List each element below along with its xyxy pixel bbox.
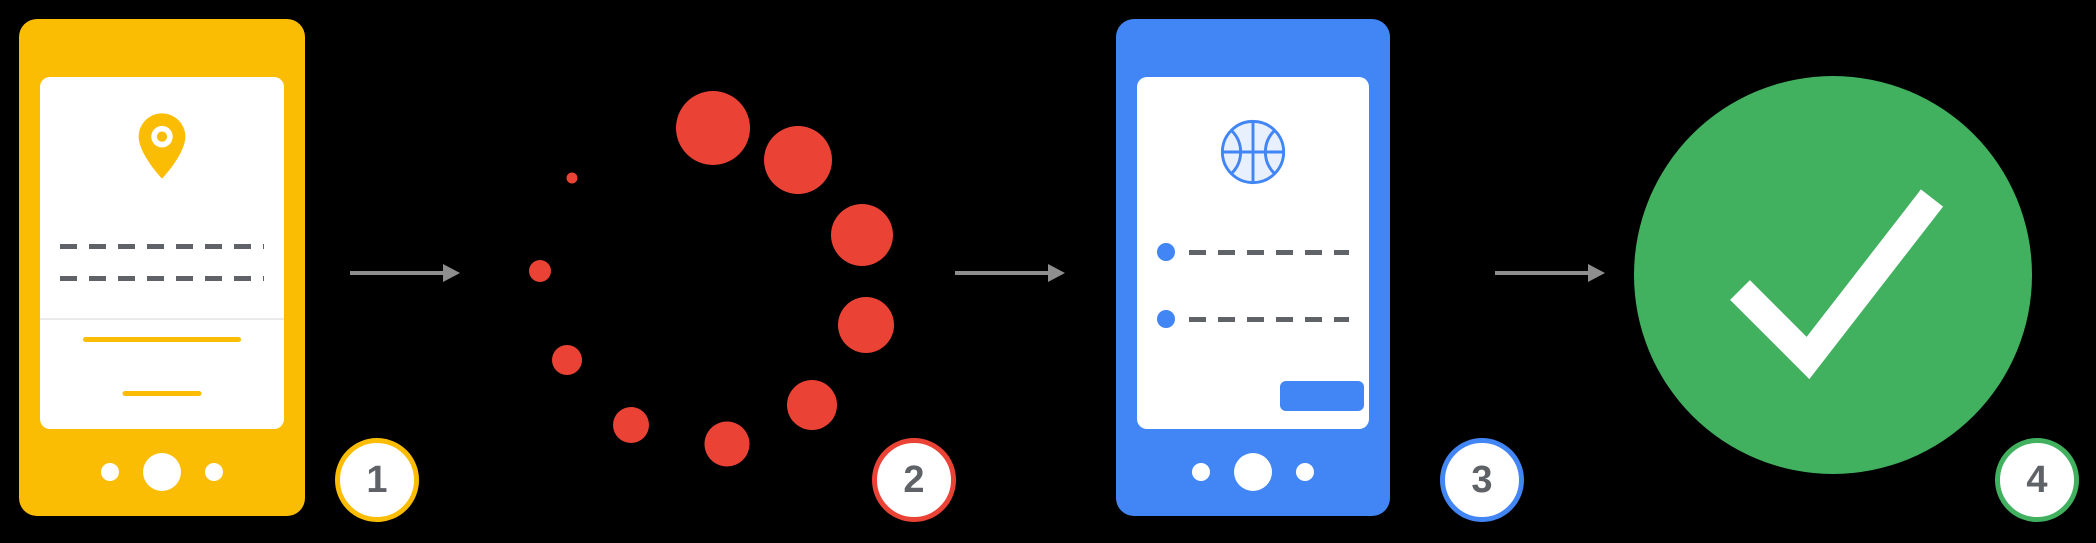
divider — [40, 318, 284, 320]
step-badge-1: 1 — [335, 438, 419, 522]
step-number: 4 — [2026, 459, 2048, 501]
step1-phone-screen — [40, 77, 284, 429]
step-number: 1 — [366, 459, 388, 501]
step-badge-3: 3 — [1440, 438, 1524, 522]
action-button-placeholder — [1280, 381, 1364, 411]
nav-dot — [1192, 463, 1210, 481]
placeholder-text-line — [1189, 316, 1349, 322]
placeholder-text-line — [60, 244, 264, 249]
flow-arrow-1 — [350, 264, 460, 282]
flow-arrow-2 — [955, 264, 1065, 282]
nav-dot — [1296, 463, 1314, 481]
placeholder-line-short — [122, 391, 202, 396]
step3-phone-mockup — [1116, 19, 1390, 516]
nav-dot — [101, 463, 119, 481]
placeholder-text-line — [60, 276, 264, 281]
basketball-icon — [1220, 119, 1286, 185]
loading-spinner-icon — [529, 91, 894, 467]
bullet-dot-icon — [1157, 243, 1175, 261]
phone-nav-bar — [19, 452, 305, 492]
step-badge-2: 2 — [872, 438, 956, 522]
phone-nav-bar — [1116, 452, 1390, 492]
home-button-dot — [1234, 453, 1272, 491]
placeholder-line-long — [83, 337, 241, 342]
success-circle — [1634, 76, 2032, 474]
form-row — [1157, 243, 1349, 261]
flow-arrow-3 — [1495, 264, 1605, 282]
placeholder-text-line — [1189, 249, 1349, 255]
step1-phone-mockup — [19, 19, 305, 516]
form-row — [1157, 310, 1349, 328]
location-pin-icon — [138, 113, 186, 179]
bullet-dot-icon — [1157, 310, 1175, 328]
nav-dot — [205, 463, 223, 481]
step-badge-4: 4 — [1995, 438, 2079, 522]
step-number: 2 — [903, 459, 925, 501]
home-button-dot — [143, 453, 181, 491]
checkmark-icon — [1730, 189, 1944, 380]
step3-phone-screen — [1137, 77, 1369, 429]
step-number: 3 — [1471, 459, 1493, 501]
